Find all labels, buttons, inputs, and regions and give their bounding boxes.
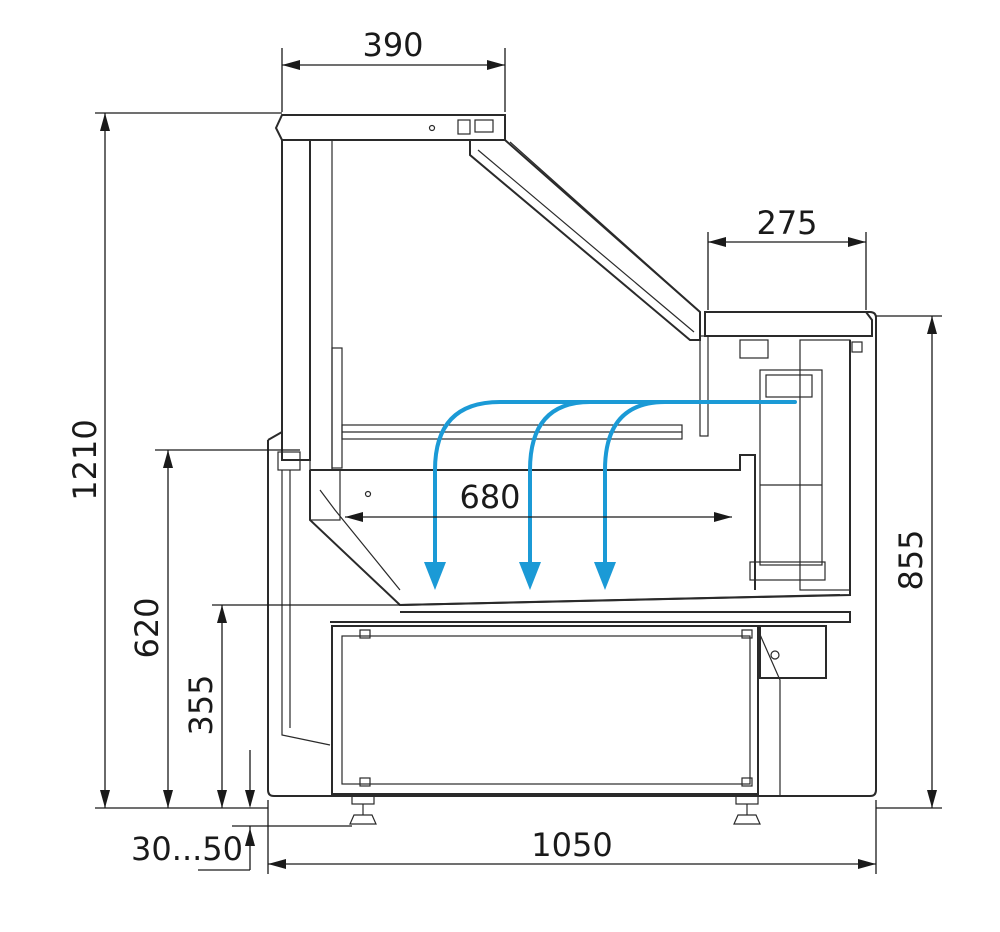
dim-label-counter-height: 620 [128, 597, 166, 658]
bolt-4 [741, 777, 753, 787]
dim-label-foot-adjust: 30...50 [131, 830, 243, 868]
airflow-arrowhead-1 [424, 562, 446, 590]
display-tank-top [310, 454, 756, 590]
airflow-arrowhead-2 [519, 562, 541, 590]
control-knob [770, 650, 780, 660]
glass-edge-line [509, 141, 699, 311]
dim-label-display-depth: 680 [459, 478, 520, 516]
hinge-1 [457, 119, 471, 135]
dim-label-total-depth: 1050 [531, 826, 612, 864]
lower-front-line [757, 629, 781, 795]
front-top-shelf [704, 311, 873, 337]
cabinet-structure [267, 114, 877, 825]
airflow-arrow-1 [433, 400, 797, 570]
front-glass-support [699, 335, 709, 437]
front-inner-wall [799, 339, 851, 591]
dim-label-total-height: 1210 [66, 419, 104, 500]
control-box [759, 625, 827, 679]
evaporator-top [765, 374, 813, 398]
bolt-3 [359, 777, 371, 787]
rear-lower-panel [281, 470, 331, 746]
airflow-arrow-3 [603, 400, 702, 570]
dim-label-front-height: 855 [892, 529, 930, 590]
top-canopy [274, 114, 506, 141]
bolt-2 [741, 629, 753, 639]
airflow-arrows [424, 400, 797, 590]
rear-column [281, 139, 311, 461]
airflow-arrowhead-3 [594, 562, 616, 590]
rear-foot [349, 795, 377, 825]
bolt-front [851, 341, 863, 353]
lower-compartment [331, 625, 759, 795]
evaporator-tray [749, 561, 826, 581]
airflow-arrow-2 [528, 400, 642, 570]
screw-1 [428, 124, 436, 132]
hinge-2 [474, 119, 494, 133]
rear-bracket [331, 347, 343, 469]
dimension-labels: 390 275 680 1050 30...50 1210 620 355 85… [66, 26, 930, 868]
bolt-1 [359, 629, 371, 639]
evaporator-unit [759, 369, 823, 566]
shell-top-edge [267, 431, 283, 441]
dim-label-top-width: 390 [362, 26, 423, 64]
front-clip [739, 339, 769, 359]
glass-inner-line [477, 149, 695, 333]
front-foot [733, 795, 761, 825]
outer-shell [267, 311, 877, 797]
dimension-lines [95, 48, 942, 874]
lower-compartment-top [330, 611, 851, 623]
basin-inner-line [319, 489, 401, 591]
rear-fitting [277, 451, 301, 471]
dim-label-front-top: 275 [756, 204, 817, 242]
rear-corner-block [309, 469, 341, 521]
tank-floor [399, 594, 841, 606]
lower-compartment-inner [341, 635, 751, 785]
screw-2 [364, 490, 372, 498]
dim-label-bottom-height: 355 [182, 674, 220, 735]
rear-inner-column [309, 139, 333, 471]
